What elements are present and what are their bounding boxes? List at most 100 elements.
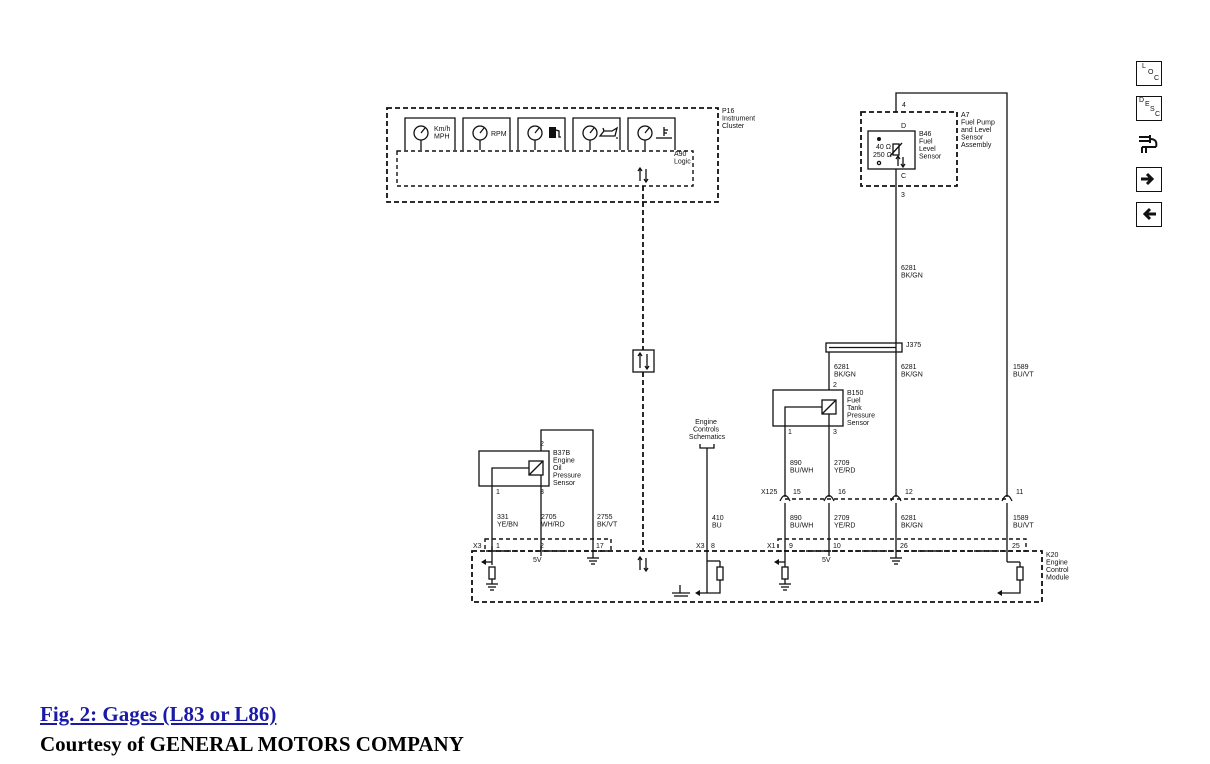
- wire-6281-top-label: 6281 BK/GN: [901, 265, 923, 280]
- float-pivot-icon: [876, 160, 882, 166]
- oil-sensor-pin-3: 3: [540, 489, 544, 496]
- low-reference-icon: [672, 551, 724, 597]
- x1-pin-10-label: 10: [833, 543, 841, 550]
- splice-j375: [825, 342, 903, 353]
- description-view-button[interactable]: D E S C: [1136, 96, 1162, 121]
- fuel-level-sensor-label: B46 Fuel Level Sensor: [919, 131, 942, 161]
- connector-x125: X125 15 16 12 11: [761, 489, 1023, 502]
- x125-pin-16-label: 16: [838, 489, 846, 496]
- loc-letter-l: L: [1142, 63, 1146, 70]
- signal-input-icon: [481, 551, 498, 591]
- figure-caption-link[interactable]: Fig. 2: Gages (L83 or L86): [40, 702, 277, 726]
- engine-control-module-outline: [471, 550, 1043, 603]
- wire-6281-left-label: 6281 BK/GN: [834, 364, 856, 379]
- resistance-low-label: 250 Ω: [873, 152, 892, 159]
- instrument-cluster-outline: [386, 107, 719, 203]
- logic-module-outline: [396, 150, 694, 187]
- wire-331-label: 331 YE/BN: [497, 514, 518, 529]
- fuel-tank-pressure-sensor-label: B150 Fuel Tank Pressure Sensor: [847, 390, 877, 427]
- desc-letter-c: C: [1155, 111, 1161, 118]
- connector-x125-label: X125: [761, 489, 777, 496]
- tachometer-label: RPM: [491, 131, 507, 138]
- wire-890-b-label: 890 BU/WH: [790, 515, 813, 530]
- fuel-tank-sensor-pin-1: 1: [788, 429, 792, 436]
- wire-2709-b-label: 2709 YE/RD: [834, 515, 855, 530]
- fuel-tank-pressure-sensor-box: [772, 389, 844, 427]
- serial-data-box-icon: [632, 349, 655, 373]
- wire-2709-a-label: 2709 YE/RD: [834, 460, 855, 475]
- oil-can-icon: [598, 126, 619, 139]
- pressure-transducer-icon: [821, 399, 837, 415]
- fuel-pump-assembly-label: A7 Fuel Pump and Level Sensor Assembly: [961, 112, 997, 149]
- oil-pressure-transducer-icon: [528, 460, 544, 476]
- fuel-tank-sensor-pin-2: 2: [833, 382, 837, 389]
- connector-x3-label: X3: [473, 543, 482, 550]
- wire-2705-label: 2705 WH/RD: [541, 514, 565, 529]
- wire-890-a-label: 890 BU/WH: [790, 460, 813, 475]
- x3-pin-2-label: 2: [540, 543, 544, 550]
- fuel-tank-pressure-sensor: 2 B150 Fuel Tank Pressure Sensor 1 3: [772, 382, 877, 436]
- wire-1589-b-label: 1589 BU/VT: [1013, 515, 1034, 530]
- oil-pressure-sensor: 2 B37B Engine Oil Pressure Sensor 1 3: [478, 429, 594, 551]
- next-page-button[interactable]: [1136, 167, 1162, 192]
- fuel-pump-pin-3: 3: [901, 192, 905, 199]
- x3b-pin-8-label: 8: [711, 543, 715, 550]
- wire-6281-b-label: 6281 BK/GN: [901, 515, 923, 530]
- variable-resistor-icon: [889, 142, 906, 169]
- oil-sensor-pin-2: 2: [540, 441, 544, 448]
- fuel-level-sensor-box: [867, 130, 916, 170]
- serial-data-arrows-icon: [637, 166, 649, 184]
- tachometer-gauge: RPM: [462, 117, 511, 150]
- connector-plug-icon: [1139, 135, 1158, 153]
- fuel-pump-pin-c: C: [901, 173, 906, 180]
- loc-letter-c: C: [1154, 75, 1160, 82]
- loc-letter-o: O: [1148, 69, 1154, 76]
- speedometer-gauge: Km/h MPH: [404, 117, 456, 150]
- connector-x1-label: X1: [767, 543, 776, 550]
- splice-j375-label: J375: [906, 342, 921, 349]
- fuel-pump-pin-d: D: [901, 123, 906, 130]
- oil-pressure-gauge: [572, 117, 621, 150]
- connector-view-button[interactable]: [1136, 131, 1162, 156]
- x1-pin-25-label: 25: [1012, 543, 1020, 550]
- fuel-gauge: [517, 117, 566, 150]
- x1-pin-9-label: 9: [789, 543, 793, 550]
- connector-x125-pin-15: [779, 494, 791, 502]
- connector-x1: [777, 538, 1027, 552]
- wire-410-label: 410 BU: [712, 515, 726, 530]
- desc-letter-d: D: [1139, 97, 1145, 104]
- float-marker-icon: [877, 137, 881, 141]
- instrument-cluster: P16 Instrument Cluster A90 Logic Km/h MP…: [386, 107, 757, 203]
- 5v-reference-b-label: 5V: [822, 557, 831, 564]
- wire-1589-top-label: 1589 BU/VT: [1013, 364, 1034, 379]
- desc-letter-e: E: [1145, 101, 1150, 108]
- circuit-1589-wire: [895, 92, 1008, 497]
- engine-controls-schematics-label: Engine Controls Schematics: [689, 419, 726, 441]
- oil-sensor-pin-1: 1: [496, 489, 500, 496]
- wire-2755-label: 2755 BK/VT: [597, 514, 618, 529]
- ground-symbol-icon: [890, 551, 902, 565]
- ground-symbol-icon: [587, 551, 599, 565]
- x125-pin-11-label: 11: [1016, 489, 1023, 496]
- connector-x125-pin-16: [823, 494, 835, 502]
- connector-x3b-label: X3: [696, 543, 705, 550]
- coolant-temperature-gauge: [627, 117, 676, 150]
- engine-controls-reference: Engine Controls Schematics 410 BU: [689, 419, 726, 551]
- signal-input-icon: [997, 551, 1024, 596]
- instrument-cluster-label: P16 Instrument Cluster: [722, 108, 757, 130]
- x3-pin-1-label: 1: [496, 543, 500, 550]
- fuel-pump-pin-4: 4: [902, 102, 906, 109]
- speedometer-label: Km/h MPH: [434, 126, 452, 141]
- location-view-button[interactable]: L O C: [1136, 61, 1162, 86]
- previous-page-button[interactable]: [1136, 202, 1162, 227]
- oil-pressure-sensor-box: [478, 450, 550, 487]
- x1-pin-26-label: 26: [900, 543, 908, 550]
- courtesy-credit: Courtesy of GENERAL MOTORS COMPANY: [40, 732, 464, 756]
- x125-pin-12-label: 12: [905, 489, 913, 496]
- x125-pin-15-label: 15: [793, 489, 801, 496]
- arrow-right-icon: [1141, 172, 1155, 186]
- connector-x3: [484, 538, 612, 552]
- fuel-pump-assembly: A7 Fuel Pump and Level Sensor Assembly B…: [860, 102, 997, 199]
- oil-pressure-sensor-label: B37B Engine Oil Pressure Sensor: [553, 450, 583, 487]
